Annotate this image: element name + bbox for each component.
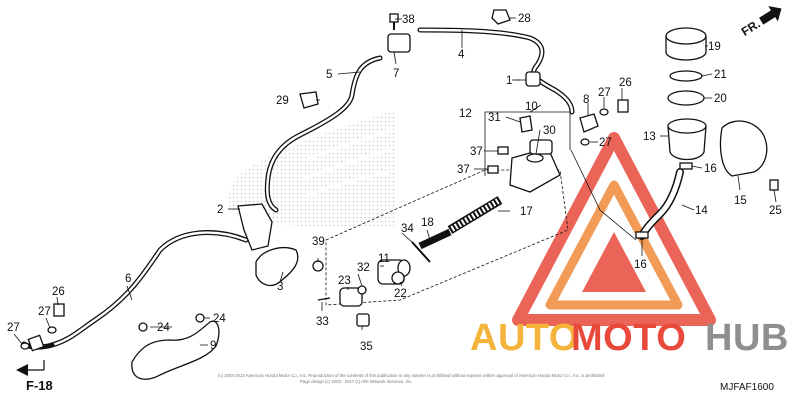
label-31: 31 [488,112,501,124]
label-24a: 24 [157,322,170,334]
label-28: 28 [518,13,531,25]
label-16b: 16 [634,259,647,271]
stay-3 [255,247,299,287]
label-23: 23 [338,275,351,287]
clip-28 [491,9,511,25]
clamp-7 [387,33,411,53]
washer-27-lower [580,138,590,146]
label-37a: 37 [470,146,483,158]
brand-moto: MOTO [571,317,686,359]
label-22: 22 [394,288,407,300]
label-14: 14 [695,205,708,217]
diaphragm-20 [667,90,705,106]
label-29: 29 [276,95,289,107]
label-7: 7 [393,68,399,80]
brand-watermark: AUTO MOTO HUB [470,317,789,359]
label-17: 17 [520,206,533,218]
label-39: 39 [312,236,325,248]
label-25: 25 [769,205,782,217]
front-arrow-icon: FR. [739,6,782,39]
label-10: 10 [525,101,538,113]
leader-lines [13,17,777,346]
label-26b: 26 [619,77,632,89]
grommet-1 [525,71,541,87]
label-34: 34 [401,223,414,235]
bolt-24b [195,313,205,323]
washer-27-farleft [20,342,30,350]
washer-27-left [47,326,57,334]
label-8: 8 [583,94,589,106]
label-33: 33 [316,316,329,328]
pin-33 [317,297,331,301]
clutch-hose-6 [21,230,249,352]
label-30: 30 [543,125,556,137]
brand-hub: HUB [705,317,789,359]
label-1: 1 [506,75,512,87]
bolt-26-left [53,303,65,317]
master-cylinder-group [325,111,571,307]
reservoir-13 [667,118,707,161]
label-12: 12 [459,108,472,120]
label-27a: 27 [38,306,51,318]
brand-auto: AUTO [470,317,579,359]
washer-27-right [599,108,609,116]
clutch-pipe-5 [264,55,383,213]
front-label: FR. [739,17,763,39]
triangle-watermark [512,132,716,326]
label-20: 20 [714,93,727,105]
label-6: 6 [125,273,131,285]
bolt-26-right [617,99,629,113]
reservoir-cover-15 [719,120,768,177]
label-13: 13 [643,131,656,143]
svg-text:HONDA: HONDA [270,200,351,225]
label-5: 5 [326,69,332,81]
bracket-9 [131,320,220,380]
diagram-code: MJFAF1600 [720,382,774,393]
label-37b: 37 [457,164,470,176]
bolt-25 [769,179,779,191]
copyright-line-1: (c) 2003-2013 American Honda Motor Co., … [218,373,605,378]
part-number-labels: 38 28 7 5 4 1 29 2 3 39 6 24 24 9 26 27 … [7,13,782,353]
bolt-35 [356,313,370,327]
bolt-37b [487,165,499,174]
bolt-24a [138,322,148,332]
label-16a: 16 [704,163,717,175]
label-35: 35 [360,341,373,353]
reservoir-cap-19 [665,27,707,61]
label-27d: 27 [599,137,612,149]
banjo-8 [579,113,599,133]
label-38: 38 [402,14,415,26]
label-19: 19 [708,41,721,53]
page-reference: F-18 [16,360,53,393]
bracket-2 [237,203,273,251]
label-24b: 24 [213,313,226,325]
bolt-37a [497,146,509,155]
label-4: 4 [458,49,465,61]
label-9: 9 [210,340,216,352]
label-11: 11 [378,253,390,265]
bolt-39 [312,260,324,272]
label-3: 3 [277,281,283,293]
label-26a: 26 [52,286,65,298]
clip-16a [679,162,693,170]
clip-29 [299,91,319,109]
label-18: 18 [421,217,434,229]
label-2: 2 [217,204,223,216]
label-21: 21 [714,69,727,81]
label-15: 15 [734,195,747,207]
label-27b: 27 [7,322,20,334]
label-27c: 27 [598,87,611,99]
label-32: 32 [357,262,370,274]
bolt-38 [389,13,399,30]
page-reference-label: F-18 [26,378,53,393]
copyright-line-2: Page design (c) 2003 - 2017 (c) ARI Netw… [300,379,413,384]
plate-21 [669,70,703,82]
clip-16b [635,231,649,239]
clutch-pipe-4 [417,27,575,115]
